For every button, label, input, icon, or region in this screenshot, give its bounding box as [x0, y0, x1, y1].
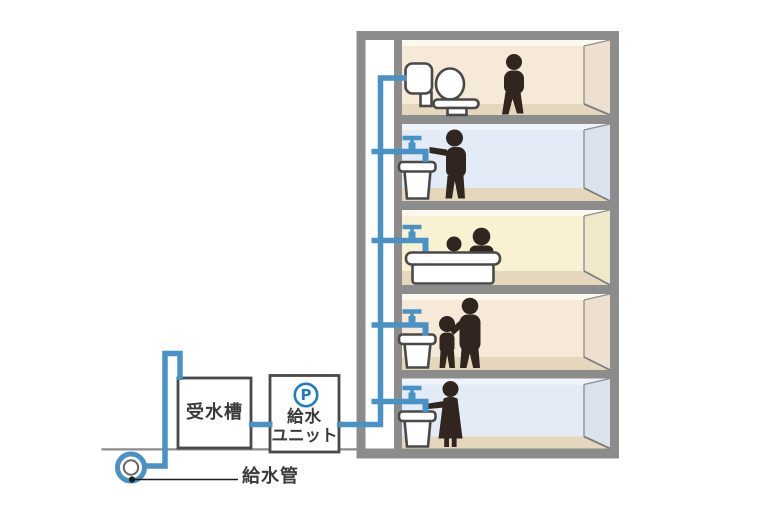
child-icon [439, 316, 455, 368]
washbasin-icon [397, 160, 437, 200]
receiving-tank-label: 受水槽 [186, 402, 243, 423]
faucet-icon [371, 224, 429, 252]
pump-symbol-letter: P [300, 386, 312, 404]
fixtures [397, 62, 480, 448]
bathtub-icon [404, 251, 502, 285]
room-washroom [402, 123, 611, 202]
receiving-tank-box [176, 376, 253, 450]
inner-wall [394, 40, 402, 449]
riser-pipe [337, 75, 407, 428]
washbasin-icon [397, 410, 437, 448]
supply-unit-label-line1: 給水 [287, 407, 322, 426]
pump-circle-icon [293, 382, 319, 408]
supply-unit-label-line2: ユニット [271, 426, 338, 445]
leader-line [128, 476, 238, 483]
toilet-icon [404, 62, 480, 117]
faucet-icon [371, 309, 429, 336]
building [356, 31, 619, 459]
room-parent-child [402, 293, 611, 371]
supply-pipe-label: 給水管 [242, 466, 299, 487]
washbasin-icon [397, 333, 437, 369]
inlet-pipe [144, 350, 183, 469]
person-washing-icon [429, 129, 466, 199]
faucet-icon [371, 385, 429, 412]
water-main-icon [115, 451, 147, 484]
parent-icon [449, 297, 481, 368]
supply-pipes [144, 75, 429, 469]
faucet-icon [371, 135, 429, 162]
walking-man-icon [502, 54, 524, 115]
floor-slabs [394, 115, 610, 379]
woman-icon [428, 381, 463, 447]
